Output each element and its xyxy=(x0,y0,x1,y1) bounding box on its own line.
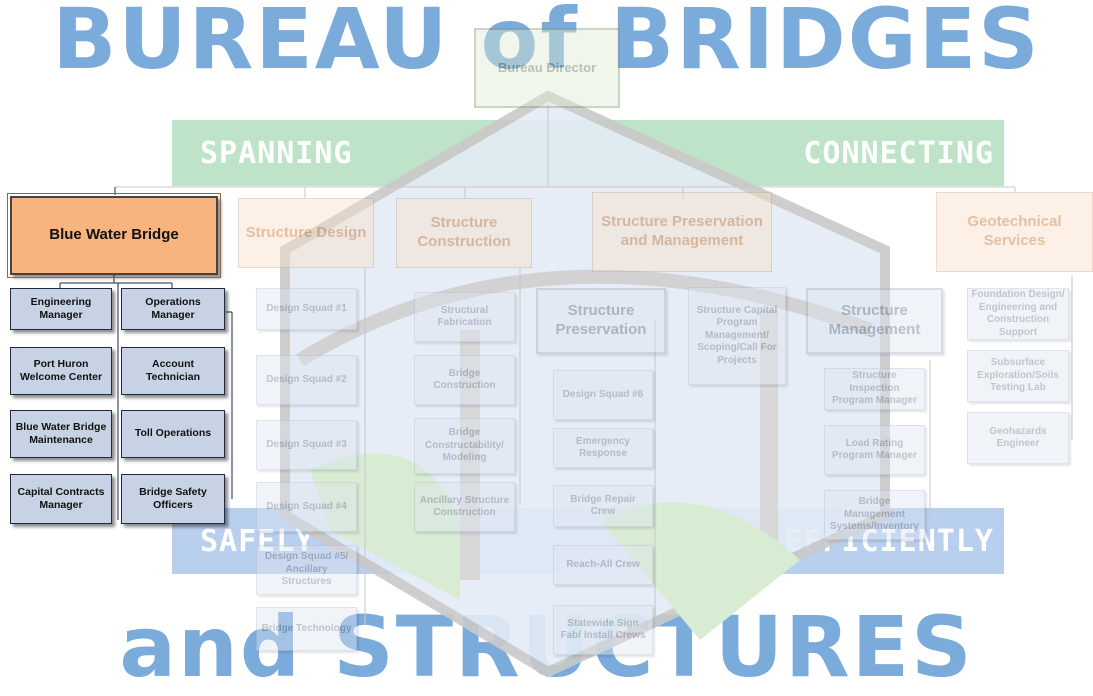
watermark-title-top: BUREAU of BRIDGES xyxy=(52,0,1041,88)
bwb-maintenance-box[interactable]: Blue Water Bridge Maintenance xyxy=(10,410,112,458)
account-technician-label: Account Technician xyxy=(145,357,201,383)
structure-management-unit[interactable]: Structure Inspection Program Manager xyxy=(824,368,925,410)
capital-contracts-manager-box[interactable]: Capital Contracts Manager xyxy=(10,474,112,524)
structure-management-unit[interactable]: Bridge Management Systems/Inventory xyxy=(824,490,925,540)
bwb-maintenance-label: Blue Water Bridge Maintenance xyxy=(15,420,107,446)
toll-operations-label: Toll Operations xyxy=(134,427,212,440)
structure-design-unit-label: Design Squad #4 xyxy=(266,500,347,512)
structure-preservation-management-box[interactable]: Structure Preservation and Management xyxy=(592,192,772,272)
structure-design-unit-label: Design Squad #2 xyxy=(266,373,347,385)
structure-construction-unit[interactable]: Ancillary Structure Construction xyxy=(414,482,515,532)
structure-preservation-unit[interactable]: Statewide Sign Fab/ Install Crews xyxy=(553,605,653,655)
structure-construction-unit-label: Bridge Constructability/ Modeling xyxy=(425,427,504,464)
structure-design-unit[interactable]: Design Squad #2 xyxy=(256,355,357,405)
structure-construction-unit[interactable]: Bridge Construction xyxy=(414,355,515,405)
geotechnical-unit[interactable]: Geohazards Engineer xyxy=(967,412,1069,464)
geotechnical-services-label: Geotechnical Services xyxy=(967,213,1062,249)
capital-program-box[interactable]: Structure Capital Program Management/ Sc… xyxy=(688,287,786,385)
structure-management-unit-label: Structure Inspection Program Manager xyxy=(831,370,918,407)
structure-preservation-unit-label: Statewide Sign Fab/ Install Crews xyxy=(560,617,646,642)
geotechnical-unit-label: Subsurface Exploration/Soils Testing Lab xyxy=(977,357,1059,394)
port-huron-welcome-center-box[interactable]: Port Huron Welcome Center xyxy=(10,347,112,395)
operations-manager-label: Operations Manager xyxy=(145,295,201,321)
band-connecting-text: CONNECTING xyxy=(803,135,994,171)
structure-preservation-unit-label: Reach-All Crew xyxy=(566,558,640,570)
structure-preservation-unit[interactable]: Emergency Response xyxy=(553,428,653,468)
structure-preservation-unit-label: Bridge Repair Crew xyxy=(570,493,636,518)
structure-construction-unit-label: Bridge Construction xyxy=(433,367,496,392)
geotechnical-unit[interactable]: Subsurface Exploration/Soils Testing Lab xyxy=(967,350,1069,402)
band-spanning-connecting: SPANNING CONNECTING xyxy=(172,120,1004,186)
account-technician-box[interactable]: Account Technician xyxy=(121,347,225,395)
structure-design-unit[interactable]: Design Squad #3 xyxy=(256,420,357,470)
structure-management-label: Structure Management xyxy=(828,302,921,338)
geotechnical-unit-label: Geohazards Engineer xyxy=(989,425,1047,450)
blue-water-bridge-label: Blue Water Bridge xyxy=(49,226,179,244)
structure-design-unit[interactable]: Design Squad #1 xyxy=(256,288,357,330)
band-spanning-text: SPANNING xyxy=(200,135,353,171)
capital-contracts-manager-label: Capital Contracts Manager xyxy=(17,485,105,511)
structure-construction-unit[interactable]: Bridge Constructability/ Modeling xyxy=(414,418,515,474)
structure-preservation-unit[interactable]: Reach-All Crew xyxy=(553,545,653,585)
structure-preservation-unit-label: Emergency Response xyxy=(576,435,630,460)
structure-management-unit-label: Bridge Management Systems/Inventory xyxy=(830,496,919,533)
blue-water-bridge-box[interactable]: Blue Water Bridge xyxy=(7,193,221,278)
toll-operations-box[interactable]: Toll Operations xyxy=(121,410,225,458)
port-huron-welcome-center-label: Port Huron Welcome Center xyxy=(19,357,103,383)
structure-design-label: Structure Design xyxy=(245,223,367,241)
operations-manager-box[interactable]: Operations Manager xyxy=(121,288,225,330)
structure-preservation-box[interactable]: Structure Preservation xyxy=(536,288,666,354)
structure-design-unit-label: Design Squad #1 xyxy=(266,302,347,314)
engineering-manager-box[interactable]: Engineering Manager xyxy=(10,288,112,330)
structure-construction-unit-label: Ancillary Structure Construction xyxy=(419,494,510,519)
geotechnical-unit[interactable]: Foundation Design/ Engineering and Const… xyxy=(967,288,1069,340)
structure-construction-unit[interactable]: Structural Fabrication xyxy=(414,292,515,342)
structure-design-unit-label: Design Squad #5/ Ancillary Structures xyxy=(264,551,349,588)
bridge-safety-officers-box[interactable]: Bridge Safety Officers xyxy=(121,474,225,524)
geotechnical-unit-label: Foundation Design/ Engineering and Const… xyxy=(971,289,1065,338)
bridge-safety-officers-label: Bridge Safety Officers xyxy=(139,485,207,511)
structure-design-unit-label: Bridge Technology xyxy=(261,622,352,634)
structure-management-unit-label: Load Rating Program Manager xyxy=(831,437,918,462)
structure-construction-label: Structure Construction xyxy=(417,214,511,250)
structure-preservation-management-label: Structure Preservation and Management xyxy=(601,213,763,249)
structure-construction-unit-label: Structural Fabrication xyxy=(437,304,492,329)
geotechnical-services-box[interactable]: Geotechnical Services xyxy=(936,192,1093,272)
structure-design-unit[interactable]: Design Squad #4 xyxy=(256,482,357,532)
structure-design-unit[interactable]: Bridge Technology xyxy=(256,607,357,651)
structure-preservation-unit[interactable]: Bridge Repair Crew xyxy=(553,485,653,527)
bureau-director-box[interactable]: Bureau Director xyxy=(474,28,620,108)
structure-management-box[interactable]: Structure Management xyxy=(806,288,943,354)
structure-preservation-unit[interactable]: Design Squad #6 xyxy=(553,370,653,420)
structure-management-unit[interactable]: Load Rating Program Manager xyxy=(824,425,925,475)
structure-preservation-unit-label: Design Squad #6 xyxy=(562,388,644,400)
structure-construction-box[interactable]: Structure Construction xyxy=(396,198,532,268)
bureau-director-label: Bureau Director xyxy=(497,59,597,75)
band-safely-text: SAFELY xyxy=(200,523,315,559)
capital-program-label: Structure Capital Program Management/ Sc… xyxy=(696,304,778,366)
structure-design-box[interactable]: Structure Design xyxy=(238,198,374,268)
structure-design-unit-label: Design Squad #3 xyxy=(266,438,347,450)
structure-design-unit[interactable]: Design Squad #5/ Ancillary Structures xyxy=(256,545,357,595)
engineering-manager-label: Engineering Manager xyxy=(30,295,92,321)
structure-preservation-label: Structure Preservation xyxy=(555,302,647,338)
